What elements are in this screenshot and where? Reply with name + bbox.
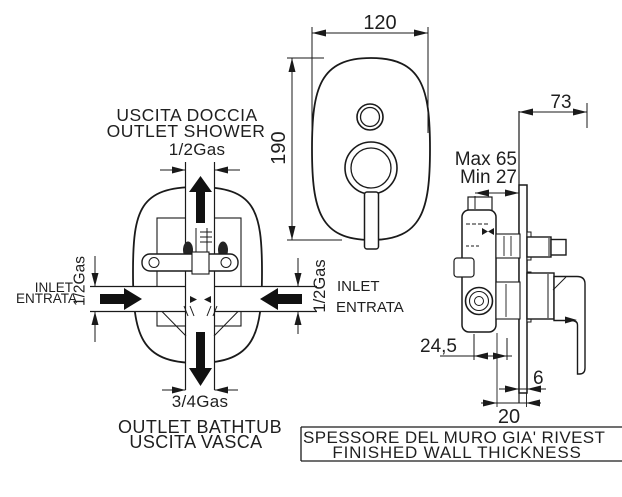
dim-label-plate-thickness: 6: [533, 368, 544, 389]
diverter-knob-side: [526, 236, 567, 258]
note-wall-thickness-en: FINISHED WALL THICKNESS: [332, 443, 582, 462]
front-view: [287, 27, 431, 250]
dim-label-plate-height: 190: [268, 131, 290, 165]
dim-front-width: [311, 27, 429, 133]
label-inlet-right-en: INLET: [337, 278, 380, 295]
trim-plate-front: [311, 57, 431, 241]
dim-inlet-left-thread: [91, 256, 99, 342]
mounting-bracket: [141, 253, 239, 272]
dim-shower-thread: [160, 166, 240, 174]
label-inlet-left-en: INLET: [34, 280, 73, 295]
dim-inlet-right-thread: [294, 258, 302, 334]
label-inlet-right-thread: 1/2Gas: [310, 259, 329, 313]
label-shower-outlet-it: USCITA DOCCIA: [116, 105, 258, 125]
label-shower-outlet-en: OUTLET SHOWER: [106, 121, 266, 141]
inlet-left-arrow-icon: [100, 288, 142, 310]
valve-body: [453, 196, 521, 333]
dim-label-max: Max 65: [454, 149, 517, 170]
dim-depth-73: [519, 103, 588, 128]
label-inlet-left-it: ENTRATA: [15, 291, 77, 306]
side-view: [440, 103, 588, 407]
label-bathtub-outlet-en: OUTLET BATHTUB: [118, 417, 282, 437]
dim-max-min: [474, 189, 519, 209]
dim-bathtub-thread: [162, 386, 238, 394]
dim-24-5: [440, 334, 512, 360]
label-inlet-right-it: ENTRATA: [336, 299, 404, 316]
label-inlet-left-thread: 1/2Gas: [71, 256, 89, 306]
flow-schematic: [90, 162, 317, 394]
label-bathtub-outlet-it: USCITA VASCA: [129, 432, 263, 452]
outlet-shower-arrow-icon: [189, 176, 212, 223]
dim-plate-thickness: [499, 385, 546, 393]
dim-label-offset: 24,5: [420, 336, 457, 357]
label-bathtub-thread: 3/4Gas: [171, 392, 229, 411]
outlet-bathtub-arrow-icon: [189, 332, 212, 386]
dim-label-depth: 73: [550, 92, 572, 113]
note-wall-thickness-it: SPESSORE DEL MURO GIA' RIVEST: [303, 428, 606, 447]
diverter-button-icon: [356, 103, 384, 131]
inlet-right-arrow-icon: [260, 288, 302, 310]
dim-label-plate-width: 120: [363, 12, 397, 34]
dim-label-protrusion: 20: [497, 406, 521, 428]
dim-front-height: [287, 57, 342, 241]
valve-cartridge: [141, 228, 239, 317]
dim-20: [481, 333, 541, 407]
dim-label-min: Min 27: [459, 167, 517, 188]
label-shower-thread: 1/2Gas: [168, 140, 226, 159]
note-box-border: [300, 426, 622, 462]
handle-lever-front: [363, 191, 380, 250]
handle-lever-side: [526, 272, 586, 375]
